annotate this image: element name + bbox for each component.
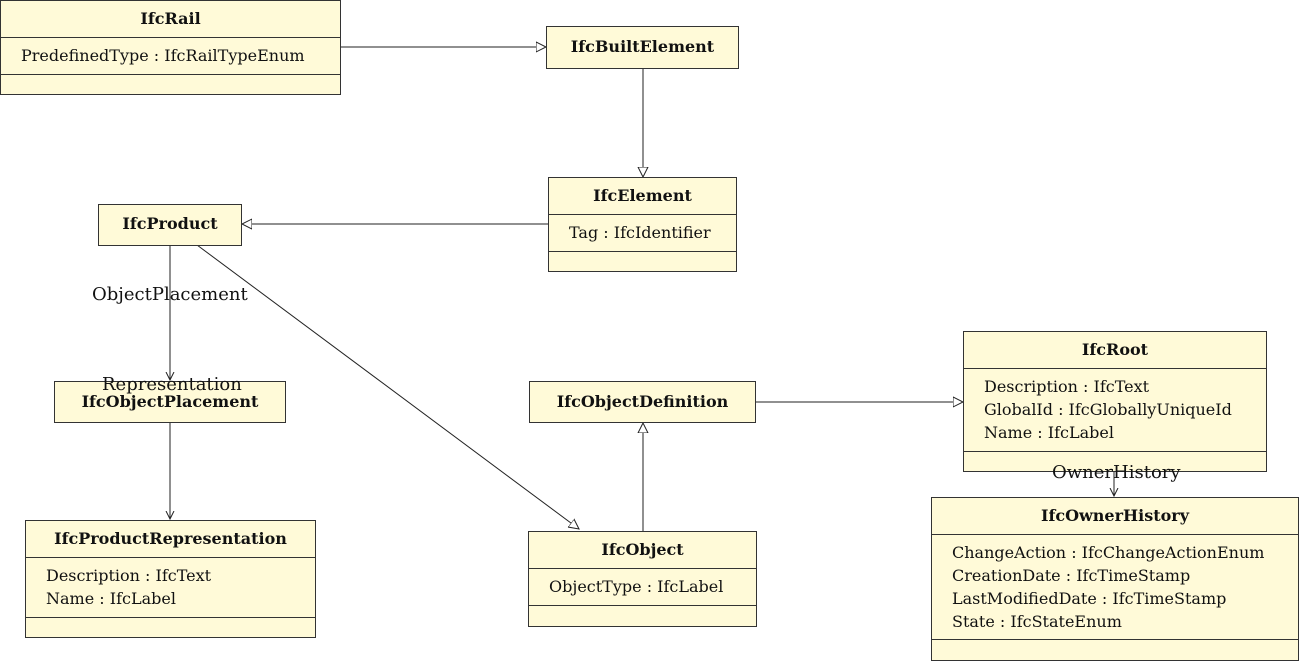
class-name: IfcRoot: [1081, 340, 1149, 359]
class-ifcbuiltelement[interactable]: IfcBuiltElement: [546, 26, 739, 69]
class-name: IfcObject: [601, 540, 684, 559]
class-name: IfcProductRepresentation: [54, 529, 287, 548]
class-ifcelement[interactable]: IfcElement Tag : IfcIdentifier: [548, 177, 737, 272]
attribute: ObjectType : IfcLabel: [549, 577, 724, 596]
operations-compartment: [26, 617, 315, 618]
operations-compartment: [1, 74, 340, 75]
class-ifcrail[interactable]: IfcRail PredefinedType : IfcRailTypeEnum: [0, 0, 341, 95]
attribute: PredefinedType : IfcRailTypeEnum: [21, 46, 305, 65]
attribute: CreationDate : IfcTimeStamp: [952, 566, 1191, 585]
association-label-ownerhistory: OwnerHistory: [1052, 462, 1181, 483]
attribute: State : IfcStateEnum: [952, 612, 1122, 631]
class-ifcproductrepresentation[interactable]: IfcProductRepresentation Description : I…: [25, 520, 316, 638]
association-label-objectplacement: ObjectPlacement: [92, 284, 248, 305]
generalization-product-object: [196, 244, 579, 529]
class-name: IfcElement: [593, 186, 692, 205]
class-name: IfcObjectPlacement: [81, 392, 259, 411]
attribute-list: Tag : IfcIdentifier: [549, 214, 736, 251]
operations-compartment: [529, 605, 756, 606]
attribute: Name : IfcLabel: [46, 589, 176, 608]
class-name: IfcObjectDefinition: [556, 392, 729, 411]
attribute: Tag : IfcIdentifier: [569, 223, 711, 242]
class-ifcroot[interactable]: IfcRoot Description : IfcText GlobalId :…: [963, 331, 1267, 472]
operations-compartment: [549, 251, 736, 252]
class-name: IfcBuiltElement: [570, 37, 715, 56]
attribute-list: ChangeAction : IfcChangeActionEnum Creat…: [932, 534, 1298, 639]
attribute-list: Description : IfcText GlobalId : IfcGlob…: [964, 368, 1266, 451]
attribute: GlobalId : IfcGloballyUniqueId: [984, 400, 1232, 419]
attribute: Description : IfcText: [984, 377, 1150, 396]
attribute: ChangeAction : IfcChangeActionEnum: [952, 543, 1265, 562]
class-name: IfcProduct: [122, 214, 218, 233]
class-ifcownerhistory[interactable]: IfcOwnerHistory ChangeAction : IfcChange…: [931, 497, 1299, 661]
class-ifcobjectdefinition[interactable]: IfcObjectDefinition: [529, 381, 756, 423]
attribute: Name : IfcLabel: [984, 423, 1114, 442]
attribute: Description : IfcText: [46, 566, 212, 585]
association-label-representation: Representation: [102, 374, 242, 395]
attribute-list: ObjectType : IfcLabel: [529, 568, 756, 605]
attribute: LastModifiedDate : IfcTimeStamp: [952, 589, 1227, 608]
attribute-list: Description : IfcText Name : IfcLabel: [26, 557, 315, 617]
attribute-list: PredefinedType : IfcRailTypeEnum: [1, 37, 340, 74]
operations-compartment: [932, 639, 1298, 640]
operations-compartment: [964, 451, 1266, 452]
class-ifcobjectplacement[interactable]: IfcObjectPlacement: [54, 381, 286, 423]
class-name: IfcRail: [140, 9, 201, 28]
class-name: IfcOwnerHistory: [1040, 506, 1190, 525]
class-ifcproduct[interactable]: IfcProduct: [98, 204, 242, 246]
class-ifcobject[interactable]: IfcObject ObjectType : IfcLabel: [528, 531, 757, 627]
